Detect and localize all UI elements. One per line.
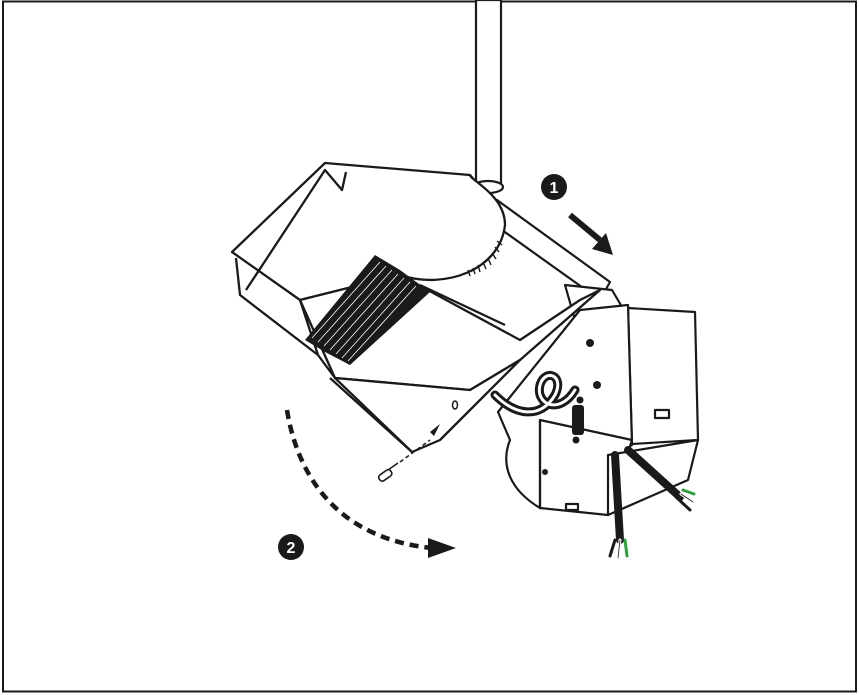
step-1-badge: 1 xyxy=(541,174,567,200)
adjustment-knuckle xyxy=(399,174,507,282)
step-2-number: 2 xyxy=(287,540,296,557)
wires xyxy=(608,446,696,560)
screw-guide-arrow xyxy=(430,424,440,436)
screw-guide-line xyxy=(399,439,431,463)
step-2-badge: 2 xyxy=(278,534,304,560)
tilt-scale-marks xyxy=(467,240,503,277)
mounting-pole xyxy=(471,0,505,195)
step-2-curved-dashed-arrow-icon xyxy=(284,409,456,558)
screw-hole xyxy=(451,400,459,410)
screw xyxy=(377,462,399,482)
bracket-hardware xyxy=(542,339,601,475)
step-1-arrow-icon xyxy=(568,212,613,255)
heat-sink-fin-lines xyxy=(311,261,417,362)
step-1-number: 1 xyxy=(550,180,559,197)
fixture-cable xyxy=(490,371,580,417)
heat-sink-fins xyxy=(305,255,430,365)
